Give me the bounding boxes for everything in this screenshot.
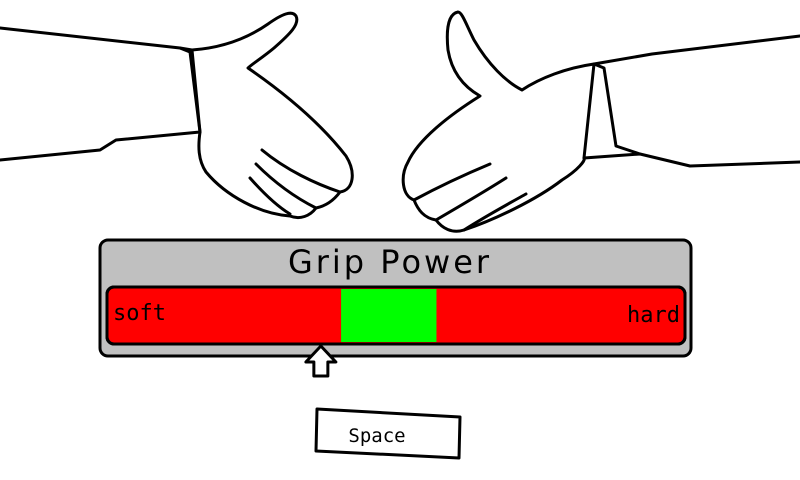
left-sleeve	[0, 26, 202, 162]
meter-title: Grip Power	[288, 243, 492, 281]
up-arrow-icon	[304, 344, 338, 378]
meter-right-label: hard	[627, 303, 680, 328]
pointer-arrow-shape	[304, 344, 338, 378]
left-finger-1	[260, 148, 342, 194]
space-key-button[interactable]: Space	[314, 407, 462, 460]
grip-power-meter: Grip Power soft hard	[98, 238, 693, 358]
right-finger-3	[462, 192, 528, 232]
left-finger-2	[254, 162, 318, 210]
space-key-label: Space	[348, 425, 405, 447]
left-cuff	[178, 46, 202, 134]
right-hand-icon	[401, 10, 800, 233]
right-palm	[401, 10, 596, 233]
left-finger-3	[248, 176, 292, 216]
meter-left-label: soft	[113, 301, 166, 326]
left-hand-icon	[0, 11, 354, 220]
right-finger-1	[412, 162, 492, 202]
meter-track-outline	[105, 285, 687, 346]
space-key-frame[interactable]	[314, 407, 462, 460]
right-cuff	[592, 62, 642, 156]
meter-target-zone	[341, 289, 437, 342]
left-palm	[190, 11, 354, 220]
right-finger-2	[434, 176, 508, 222]
